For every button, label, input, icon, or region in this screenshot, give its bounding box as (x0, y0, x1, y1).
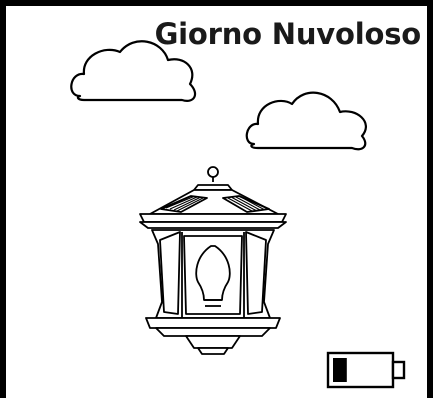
battery-charge-fill (333, 358, 347, 382)
solar-lantern-icon (140, 167, 286, 354)
cloud-icon (71, 41, 195, 101)
cloud-icon (247, 93, 366, 150)
battery-icon (328, 353, 404, 387)
